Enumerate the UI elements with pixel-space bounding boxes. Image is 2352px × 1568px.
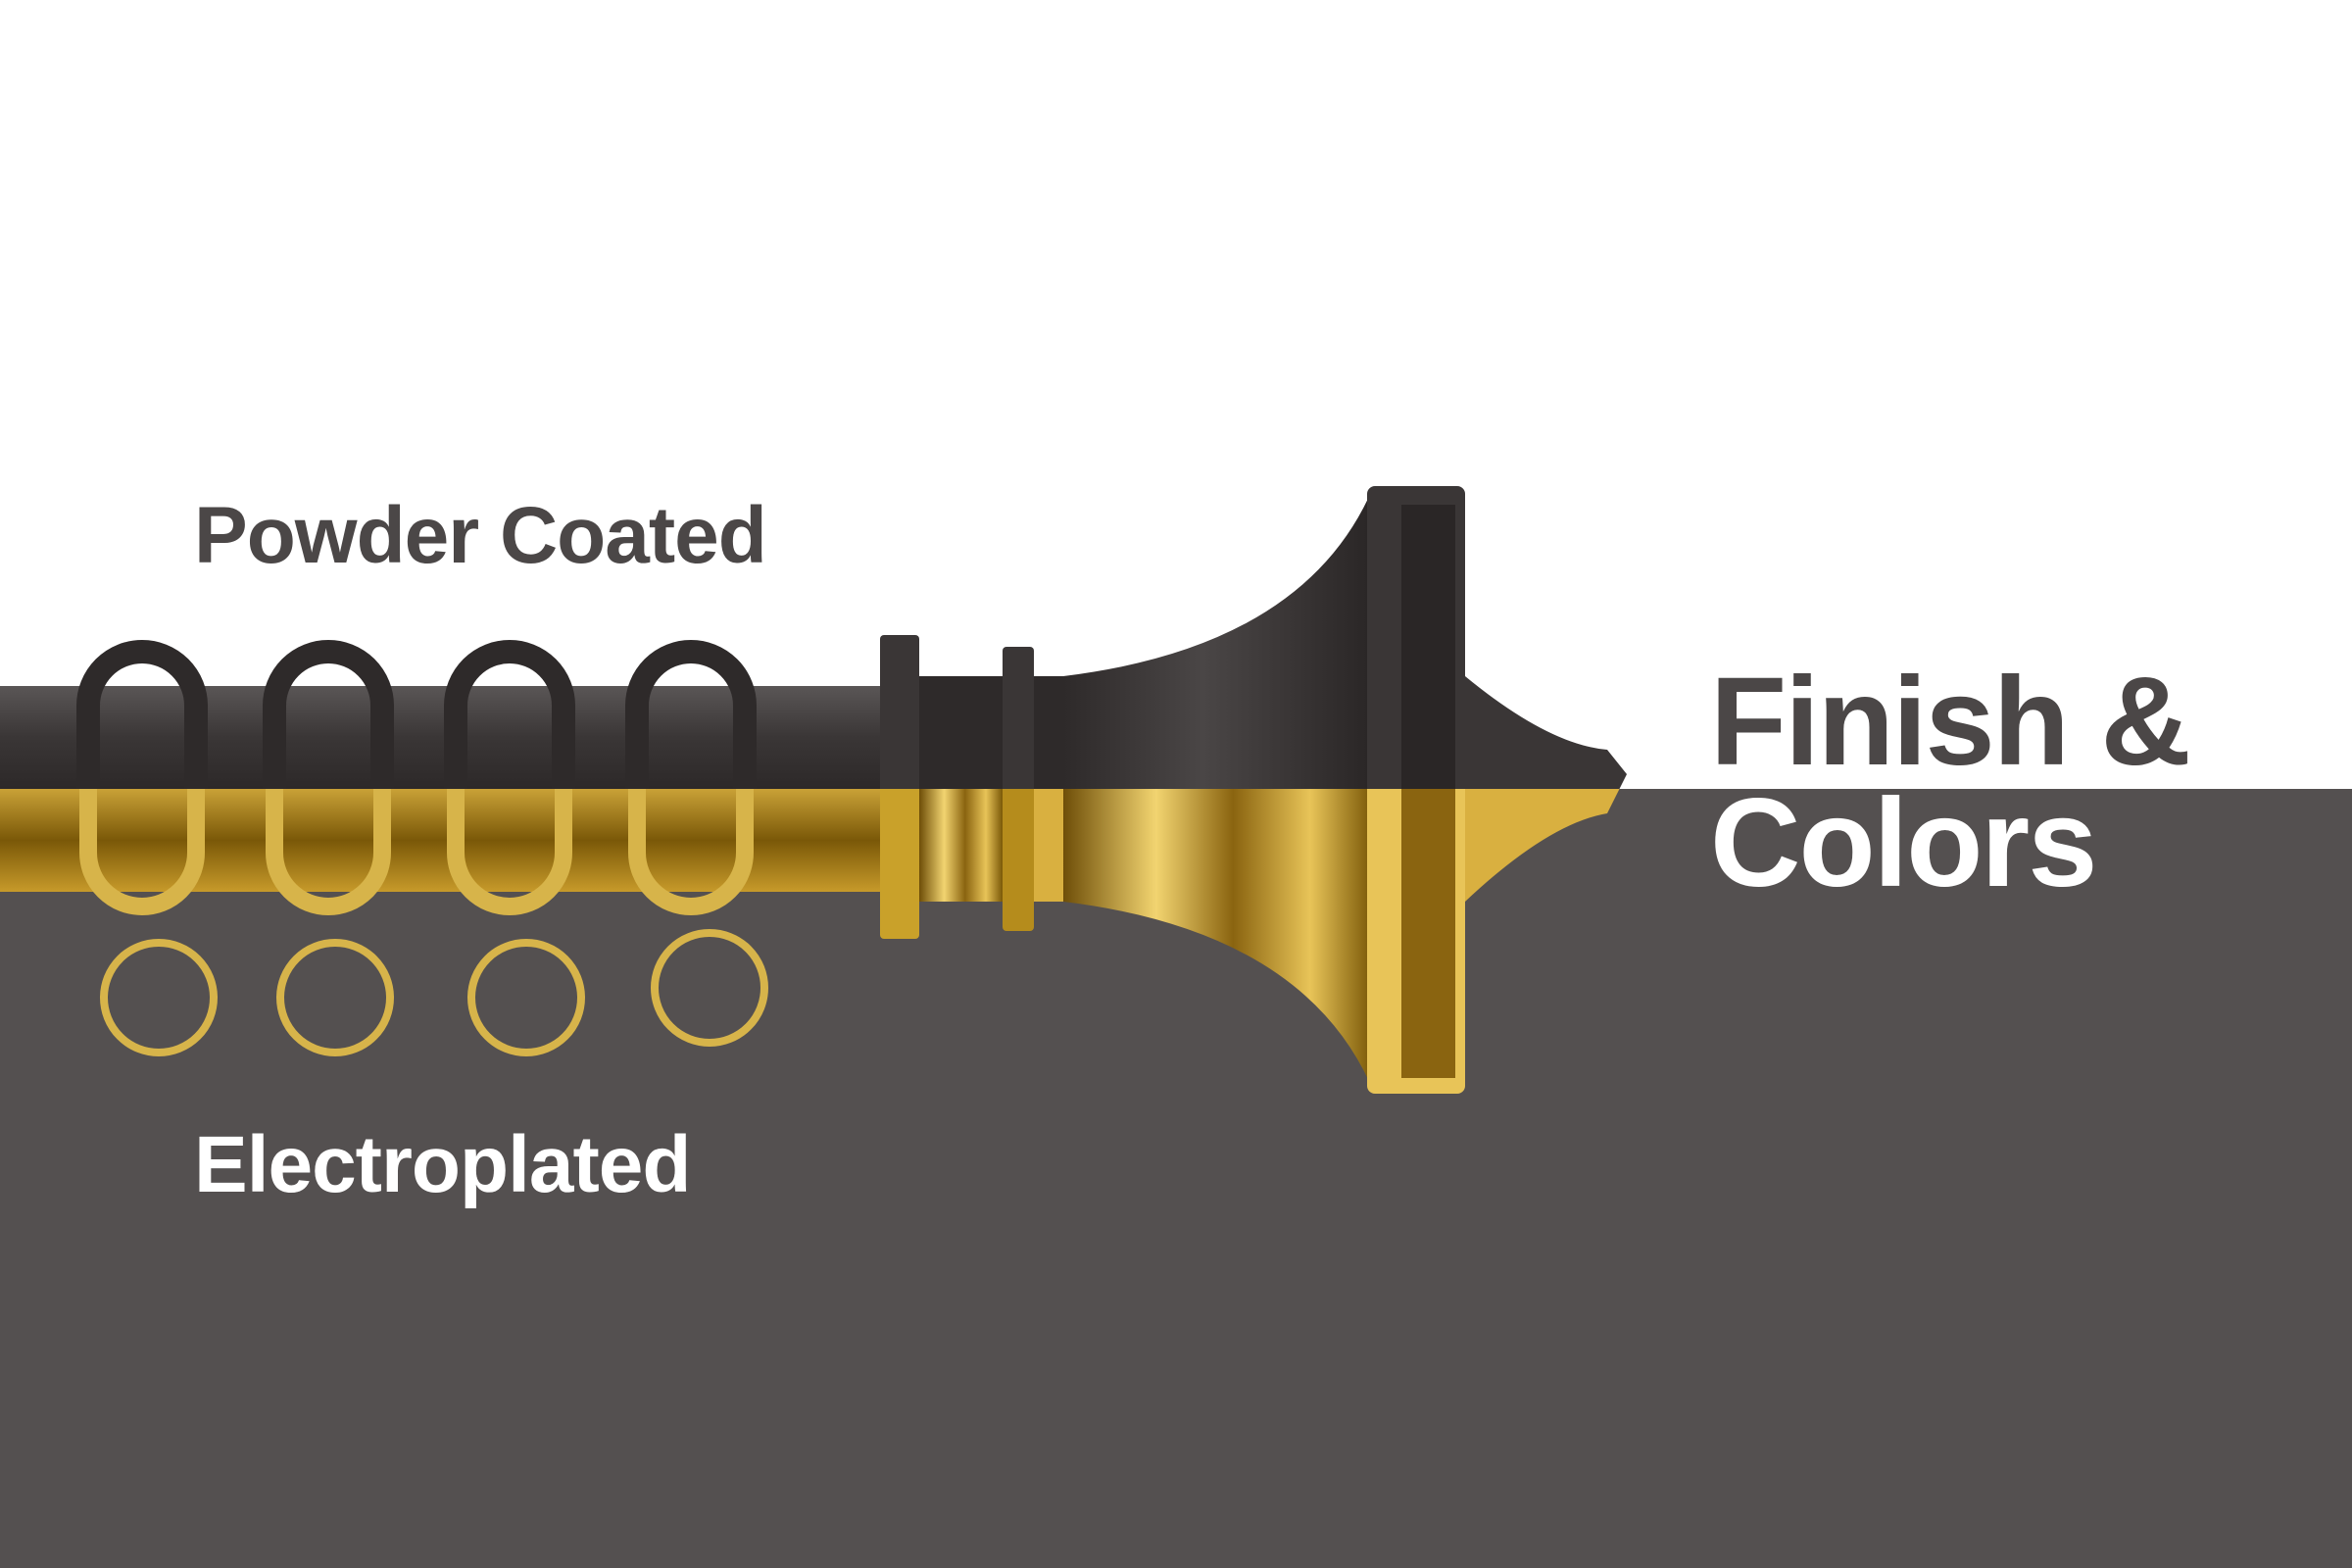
powder-coated-half: [0, 486, 1627, 789]
black-finial: [880, 486, 1627, 789]
brass-rings: [79, 789, 768, 1056]
heading-line-1: Finish &: [1710, 652, 2191, 792]
electroplated-label: Electroplated: [194, 1120, 691, 1209]
powder-coated-label: Powder Coated: [194, 491, 767, 580]
brass-finial: [880, 789, 1620, 1094]
electroplated-half: [0, 789, 1620, 1094]
black-rings: [76, 640, 757, 789]
heading-line-2: Colors: [1710, 773, 2097, 913]
finish-colors-heading: Finish & Colors: [1710, 652, 2191, 913]
